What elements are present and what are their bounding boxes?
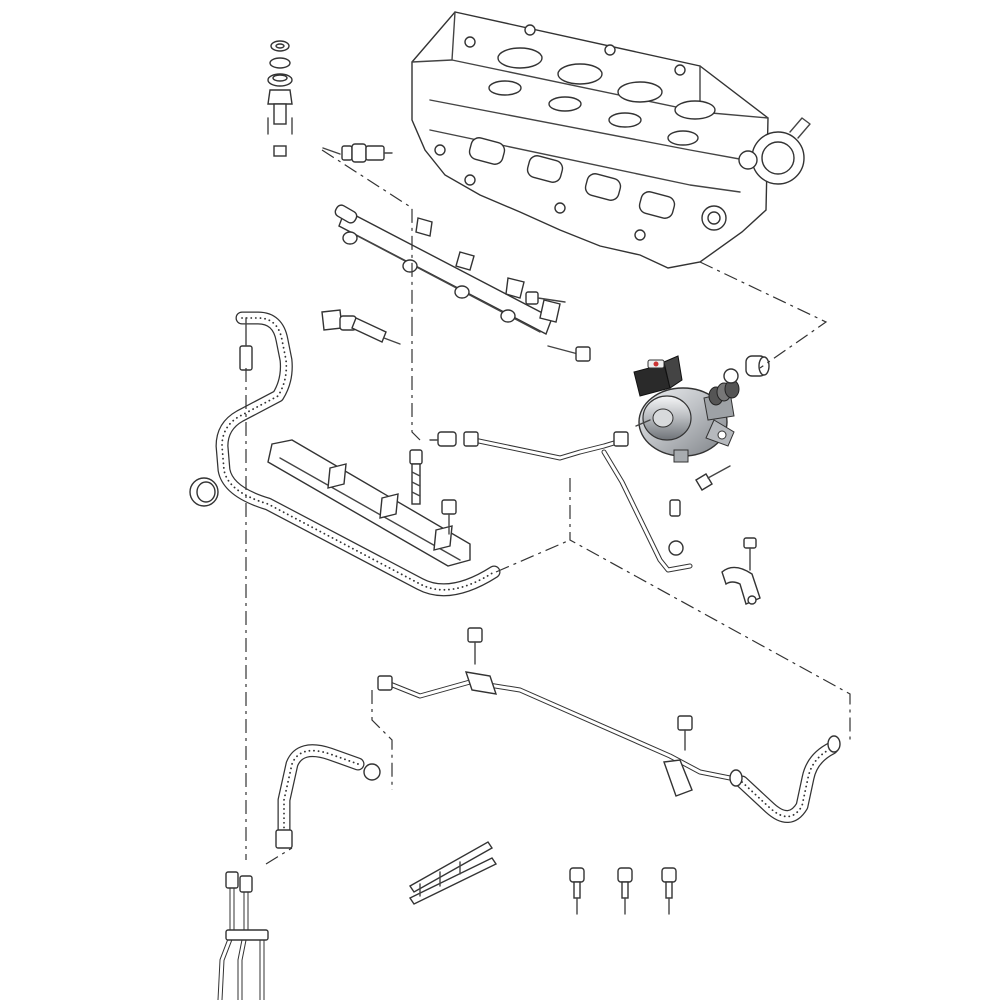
assembly-guide-lines bbox=[245, 149, 851, 865]
fuel-feed-hose bbox=[215, 311, 501, 597]
head-bolt-holes bbox=[434, 24, 686, 241]
rail-bolt bbox=[525, 291, 566, 305]
pump-electrical-connector bbox=[633, 355, 683, 397]
high-pressure-fuel-pump bbox=[633, 355, 740, 463]
fuel-rail bbox=[334, 204, 561, 335]
high-pressure-line bbox=[429, 431, 629, 461]
loose-bolt-3 bbox=[661, 867, 677, 915]
loose-bolt-2 bbox=[617, 867, 633, 915]
fuel-hose-right bbox=[729, 735, 841, 823]
camshaft-bores bbox=[488, 47, 716, 146]
pump-seal-rings bbox=[723, 355, 770, 384]
lower-fuel-line bbox=[377, 671, 733, 797]
cable-tie-strips bbox=[408, 841, 498, 905]
pump-spring bbox=[708, 379, 740, 406]
bracket-stud bbox=[409, 449, 423, 505]
intake-ports bbox=[468, 137, 676, 219]
rail-mounting-bolt bbox=[547, 345, 591, 362]
rail-sensor bbox=[321, 309, 401, 345]
hose-clamp-ring bbox=[189, 477, 219, 507]
fuel-supply-pipes bbox=[217, 871, 269, 1000]
injector-ports bbox=[342, 231, 516, 323]
vacuum-pump bbox=[738, 117, 811, 185]
heat-shield-bracket bbox=[267, 439, 471, 567]
pump-bolt bbox=[695, 465, 731, 491]
cylinder-head bbox=[411, 11, 811, 269]
pressure-sensor-top bbox=[322, 143, 393, 163]
line-clamp bbox=[721, 537, 761, 605]
seal-ring-stack bbox=[267, 40, 293, 157]
return-line bbox=[601, 449, 693, 573]
line-mounting-bolt-2 bbox=[677, 715, 693, 751]
bracket-bolt bbox=[441, 499, 457, 535]
loose-bolt-1 bbox=[569, 867, 585, 915]
fuel-hose-left bbox=[275, 744, 381, 849]
line-mounting-bolt-1 bbox=[467, 627, 483, 665]
